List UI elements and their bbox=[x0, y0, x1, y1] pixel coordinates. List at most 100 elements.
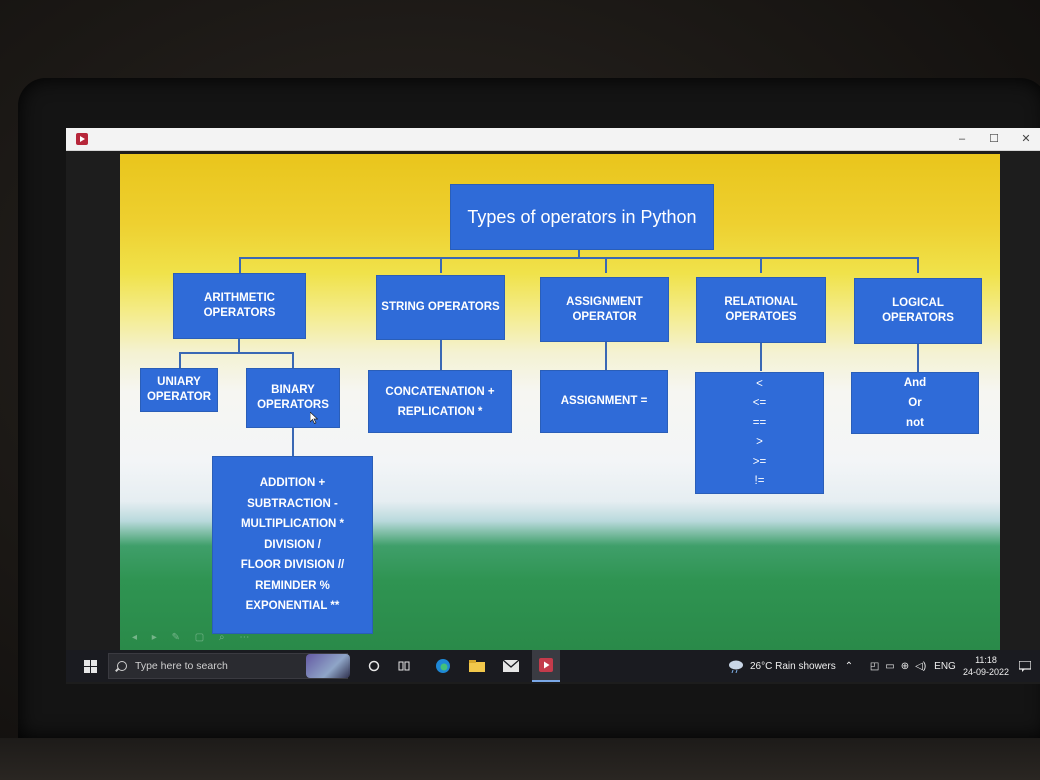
slideshow-app-icon bbox=[539, 658, 553, 672]
system-tray[interactable]: ◰ ▭ ⊕ ◁) bbox=[858, 650, 938, 682]
string-operators-box: STRING OPERATORS bbox=[376, 275, 505, 340]
mouse-cursor-icon bbox=[310, 412, 318, 424]
binary-op-item: MULTIPLICATION * bbox=[240, 518, 345, 531]
edge-button[interactable] bbox=[430, 650, 456, 682]
binary-op-item: REMINDER % bbox=[255, 579, 330, 592]
mail-icon bbox=[503, 660, 519, 672]
uniary-operator-label: UNIARY OPERATOR bbox=[146, 376, 212, 403]
laptop-base bbox=[0, 738, 1040, 780]
slide-title: Types of operators in Python bbox=[467, 206, 697, 227]
start-button[interactable] bbox=[76, 650, 104, 682]
relational-op-item: > bbox=[756, 436, 763, 448]
file-explorer-button[interactable] bbox=[464, 650, 490, 682]
presentation-slide: Types of operators in Python ARITHMETIC … bbox=[120, 154, 1000, 650]
notifications-button[interactable] bbox=[1014, 650, 1036, 682]
rain-cloud-icon bbox=[729, 660, 743, 673]
task-view-button[interactable] bbox=[392, 650, 416, 682]
assignment-op-box: ASSIGNMENT = bbox=[540, 370, 668, 433]
relational-op-item: == bbox=[752, 416, 767, 429]
maximize-button[interactable]: ☐ bbox=[989, 133, 999, 145]
connector-line bbox=[239, 257, 919, 259]
weather-text: 26°C Rain showers bbox=[750, 660, 836, 672]
cortana-button[interactable] bbox=[362, 650, 386, 682]
assignment-op-label: ASSIGNMENT = bbox=[560, 395, 648, 407]
binary-op-item: EXPONENTIAL ** bbox=[245, 600, 340, 613]
chevron-up-icon: ⌃ bbox=[844, 660, 854, 672]
close-button[interactable]: ✕ bbox=[1021, 133, 1031, 145]
relational-op-item: != bbox=[754, 475, 765, 487]
logical-operators-label: LOGICAL OPERATORS bbox=[882, 297, 954, 324]
relational-op-item: <= bbox=[752, 397, 767, 409]
volume-icon: ◁) bbox=[915, 660, 927, 672]
connector-line bbox=[179, 352, 181, 368]
logical-operators-list: And Or not bbox=[851, 372, 979, 434]
binary-operators-box: BINARY OPERATORS bbox=[246, 368, 340, 428]
connector-line bbox=[605, 341, 607, 370]
connector-line bbox=[917, 343, 919, 372]
search-icon bbox=[117, 661, 127, 671]
connector-line bbox=[292, 352, 294, 368]
binary-op-item: FLOOR DIVISION // bbox=[240, 559, 345, 572]
screen: – ☐ ✕ Types of operators in Python ARITH… bbox=[66, 128, 1040, 684]
logical-op-item: not bbox=[906, 417, 924, 429]
string-operators-label: STRING OPERATORS bbox=[381, 301, 500, 313]
connector-line bbox=[605, 257, 607, 273]
binary-op-item: SUBTRACTION - bbox=[247, 497, 338, 510]
clock[interactable]: 11:18 24-09-2022 bbox=[960, 650, 1012, 682]
powerpoint-taskbar-button[interactable] bbox=[532, 650, 560, 682]
network-icon: ◰ bbox=[869, 660, 880, 672]
binary-operators-label: BINARY OPERATORS bbox=[257, 384, 329, 411]
connector-line bbox=[239, 257, 241, 273]
binary-operators-list: ADDITION + SUBTRACTION - MULTIPLICATION … bbox=[212, 456, 373, 634]
slide-title-box: Types of operators in Python bbox=[450, 184, 714, 250]
arithmetic-operators-label: ARITHMETIC OPERATORS bbox=[203, 292, 276, 319]
slideshow-nav-controls[interactable]: ◂ ▸ ✎ ▢ ⌕ ⋯ bbox=[132, 632, 256, 643]
binary-op-item: DIVISION / bbox=[264, 538, 321, 551]
window-titlebar: – ☐ ✕ bbox=[66, 128, 1040, 151]
minimize-button[interactable]: – bbox=[958, 133, 966, 145]
connector-line bbox=[760, 342, 762, 371]
relational-operators-box: RELATIONAL OPERATOES bbox=[696, 277, 826, 343]
clock-time: 11:18 bbox=[975, 655, 997, 665]
task-view-icon bbox=[398, 661, 410, 671]
clock-date: 24-09-2022 bbox=[962, 667, 1010, 677]
connector-line bbox=[440, 340, 442, 370]
connector-line bbox=[292, 427, 294, 457]
connector-line bbox=[917, 257, 919, 273]
string-operators-list: CONCATENATION + REPLICATION * bbox=[368, 370, 512, 433]
string-op-item: REPLICATION * bbox=[397, 405, 483, 418]
connector-line bbox=[238, 338, 240, 352]
connector-line bbox=[760, 257, 762, 273]
binary-op-item: ADDITION + bbox=[259, 477, 326, 490]
relational-operators-list: < <= == > >= != bbox=[695, 372, 824, 494]
assignment-operator-label: ASSIGNMENT OPERATOR bbox=[566, 295, 643, 323]
weather-widget[interactable]: 26°C Rain showers bbox=[728, 650, 838, 682]
search-highlight-art[interactable] bbox=[306, 654, 350, 678]
string-op-item: CONCATENATION + bbox=[385, 385, 495, 398]
language-label: ENG bbox=[934, 660, 956, 672]
logical-op-item: Or bbox=[908, 397, 922, 409]
folder-icon bbox=[469, 660, 485, 672]
uniary-operator-box: UNIARY OPERATOR bbox=[140, 368, 218, 412]
connector-line bbox=[440, 257, 442, 273]
relational-op-item: < bbox=[756, 377, 763, 390]
cortana-circle-icon bbox=[368, 660, 380, 672]
notification-icon bbox=[1019, 660, 1031, 672]
relational-op-item: >= bbox=[752, 455, 767, 468]
show-hidden-icons-button[interactable]: ⌃ bbox=[842, 650, 856, 682]
mail-button[interactable] bbox=[498, 650, 524, 682]
windows-logo-icon bbox=[83, 659, 97, 673]
connector-line bbox=[179, 352, 293, 354]
language-indicator[interactable]: ENG bbox=[932, 650, 958, 682]
relational-operators-label: RELATIONAL OPERATOES bbox=[724, 296, 798, 323]
search-placeholder: Type here to search bbox=[135, 660, 228, 672]
globe-icon: ⊕ bbox=[900, 660, 910, 672]
taskbar: Type here to search 26°C Rain showers ⌃ … bbox=[66, 650, 1040, 682]
powerpoint-app-icon bbox=[76, 133, 88, 145]
assignment-operator-box: ASSIGNMENT OPERATOR bbox=[540, 277, 669, 342]
logical-op-item: And bbox=[903, 377, 927, 389]
edge-browser-icon bbox=[436, 659, 450, 673]
logical-operators-box: LOGICAL OPERATORS bbox=[854, 278, 982, 344]
battery-icon: ▭ bbox=[885, 660, 895, 672]
arithmetic-operators-box: ARITHMETIC OPERATORS bbox=[173, 273, 306, 339]
